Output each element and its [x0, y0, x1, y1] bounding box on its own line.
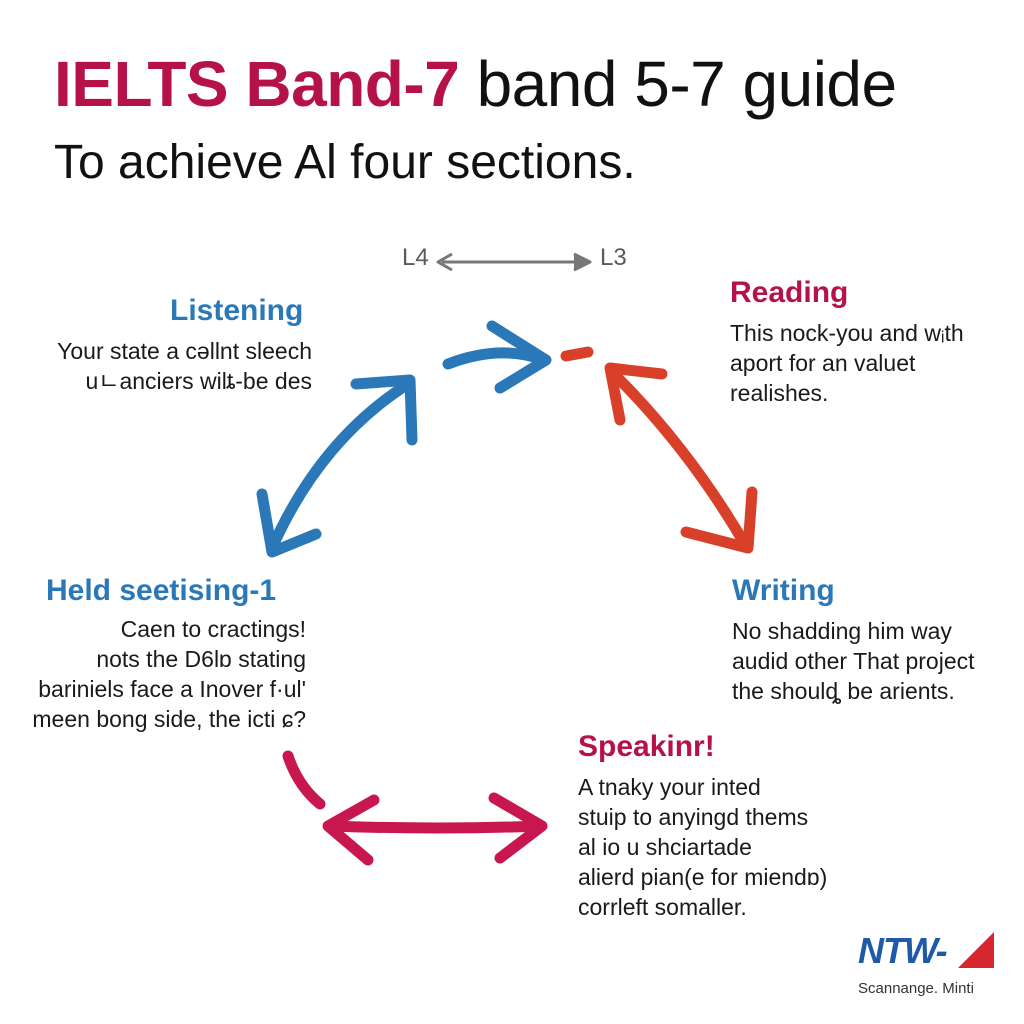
speaking-heading: Speakinr! — [578, 730, 715, 763]
scale-label-left: L4 — [402, 244, 429, 271]
speaking-cycle-arrow — [282, 750, 548, 866]
held-section-line: Caen to cractings! — [120, 616, 306, 642]
held-section-line: bariniels face a Inover f·ul' — [38, 676, 306, 702]
reading-line: This nock-you and wᵢth — [730, 320, 964, 346]
brand-tagline: Scannange. Minti — [858, 980, 974, 997]
reading-heading: Reading — [730, 276, 849, 309]
speaking-line: al io u shciartade — [578, 834, 752, 860]
listening-line: uㄴanciers wilȶ-be des — [85, 368, 312, 394]
speaking-line: corrleft somaller. — [578, 894, 747, 920]
scale-label-right: L3 — [600, 244, 627, 271]
reading-text: This nock-you and wᵢth aport for an valu… — [730, 318, 964, 408]
writing-heading: Writing — [732, 574, 835, 607]
listening-cycle-arrow — [256, 320, 552, 558]
speaking-text: A tnaky your inted stuip to anyingd them… — [578, 772, 827, 922]
writing-text: No shadding him way audid other That pro… — [732, 616, 975, 706]
page-title: IELTS Band-7 band 5-7 guide — [54, 46, 897, 122]
page-subtitle: To achieve Al four sections. — [54, 136, 636, 189]
listening-line: Your state a cǝllnt sleech — [57, 338, 312, 364]
brand-logo: NTW- — [858, 930, 994, 974]
reading-cycle-arrow — [560, 346, 758, 554]
title-accent: IELTS Band-7 — [54, 48, 460, 120]
held-section-heading: Held seetising-1 — [46, 574, 277, 607]
speaking-line: stuip to anyingd thems — [578, 804, 809, 830]
reading-line: realishes. — [730, 380, 829, 406]
held-section-line: nots the D6lɒ stating — [96, 646, 306, 672]
writing-line: the shoulȡ be arients. — [732, 678, 955, 704]
listening-heading: Listening — [170, 294, 304, 327]
speaking-line: A tnaky your inted — [578, 774, 761, 800]
held-section-line: meen bong side, the icti ɕ? — [32, 706, 306, 732]
speaking-line: alierd pian(e for miendɒ) — [578, 864, 828, 890]
title-rest: band 5-7 guide — [459, 48, 898, 120]
scale-arrow — [436, 252, 592, 272]
writing-line: No shadding him way — [732, 618, 952, 644]
brand-logo-text: NTW- — [858, 930, 948, 971]
held-section-text: Caen to cractings! nots the D6lɒ stating… — [32, 614, 306, 734]
writing-line: audid other That project — [732, 648, 975, 674]
reading-line: aport for an valuet — [730, 350, 916, 376]
brand-flag-icon — [958, 932, 994, 968]
listening-text: Your state a cǝllnt sleech uㄴanciers wil… — [57, 336, 312, 396]
